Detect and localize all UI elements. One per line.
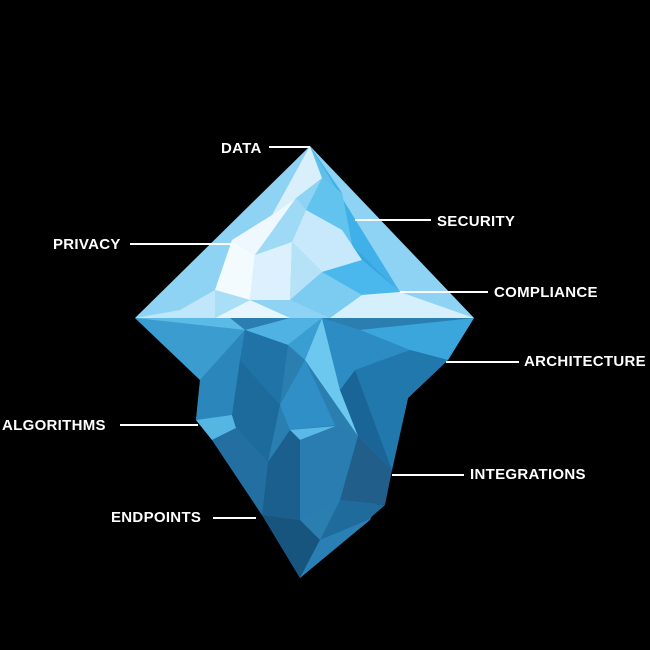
label-privacy: PRIVACY [53,236,121,253]
label-architecture: ARCHITECTURE [524,353,646,370]
iceberg-underwater [135,318,474,578]
leader-line-architecture [446,361,519,363]
leader-line-endpoints [213,517,256,519]
iceberg-tip [135,146,474,318]
leader-line-privacy [130,243,232,245]
leader-line-data [269,146,310,148]
leader-line-integrations [392,474,464,476]
leader-line-security [355,219,431,221]
label-integrations: INTEGRATIONS [470,466,586,483]
leader-line-compliance [400,291,488,293]
label-data: DATA [221,140,262,157]
label-algorithms: ALGORITHMS [2,417,106,434]
leader-line-algorithms [120,424,198,426]
label-compliance: COMPLIANCE [494,284,598,301]
label-security: SECURITY [437,213,516,230]
label-endpoints: ENDPOINTS [111,509,202,526]
